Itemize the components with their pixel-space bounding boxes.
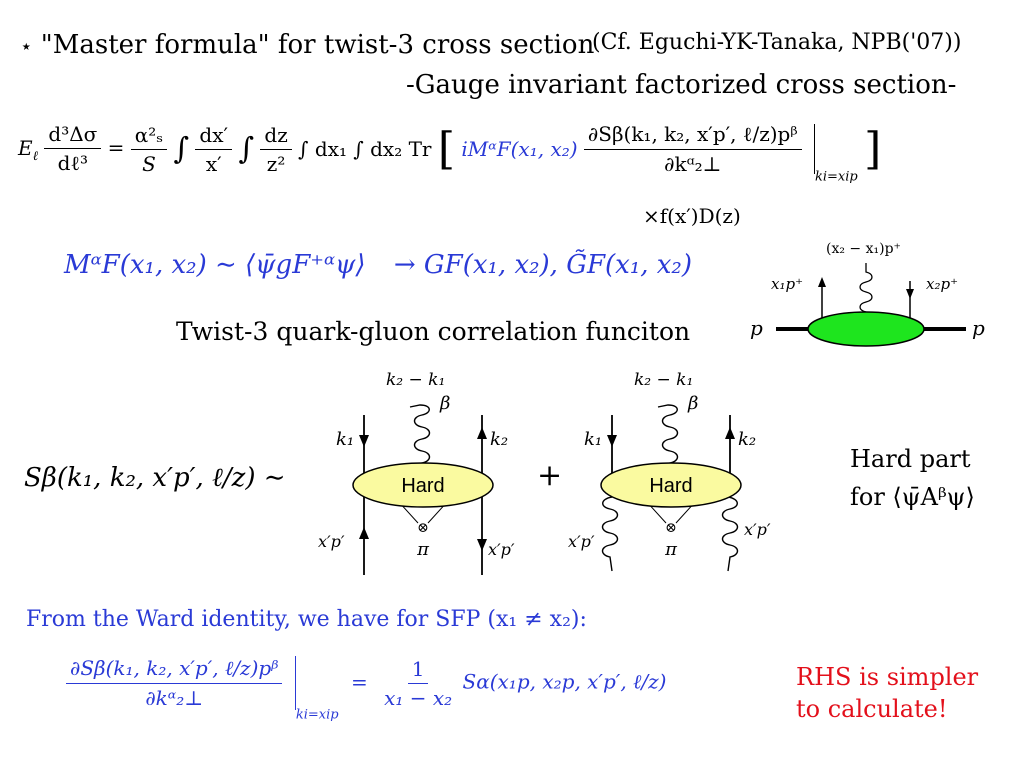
header-title-line: ⋆ "Master formula" for twist-3 cross sec…: [20, 30, 594, 60]
ward-equals: =: [350, 669, 368, 694]
hard-label: Hard: [401, 475, 444, 497]
hard-blob: [600, 462, 742, 508]
ward-evaluation-condition: ki=xip: [295, 707, 339, 723]
integral-sign: ∫: [173, 131, 190, 167]
arrow-up-icon: [818, 277, 826, 287]
arrow-down-icon: [906, 289, 914, 299]
bracket-open: [: [437, 123, 456, 175]
fragmentation-otimes-icon: ⊗: [417, 520, 429, 536]
blob-p-right: p: [972, 316, 985, 340]
blob-x2p-label: x₂p⁺: [926, 275, 958, 293]
blob-p-left: p: [750, 316, 763, 340]
arrow-up-icon: [359, 527, 369, 539]
hard2-left-gluon-coil: [601, 496, 619, 572]
correlation-blob: [807, 311, 925, 347]
hard2-gluon-coil: [657, 404, 679, 477]
arrow-up-icon: [725, 427, 735, 439]
citation: (Cf. Eguchi-YK-Tanaka, NPB('07)): [592, 30, 962, 55]
arrow-down-icon: [477, 539, 487, 551]
lhs-energy: Eℓ: [18, 135, 39, 164]
hard2-k1-label: k₁: [584, 429, 602, 450]
mf-correlator: MᵅF(x₁, x₂) ∼ ⟨ψ̄gF⁺ᵅψ⟩: [64, 250, 366, 280]
ward-evaluation-bar: [294, 656, 296, 710]
hard2-pi-label: π: [664, 539, 678, 560]
arrow-down-icon: [607, 435, 617, 447]
evaluation-condition: ki=xip: [815, 169, 858, 185]
dxprime-fraction: dx′x′: [195, 123, 233, 176]
equals-sign: =: [107, 135, 125, 160]
hard1-xpl-label: x′p′: [318, 532, 345, 551]
hard2-beta-label: β: [687, 393, 698, 414]
ward-identity-equation: ∂Sβ(k₁, k₂, x′p′, ℓ/z)pᵝ∂kᵅ₂⊥ ki=xip = 1…: [66, 656, 666, 723]
slide-subtitle: -Gauge invariant factorized cross sectio…: [406, 70, 957, 100]
hard1-xpr-label: x′p′: [488, 540, 515, 559]
hard2-xpr-label: x′p′: [744, 520, 771, 539]
integrals-trace: ∫ dx₁ ∫ dx₂ Tr: [298, 137, 432, 161]
arrow-down-icon: [359, 435, 369, 447]
hard2-xpl-label: x′p′: [568, 532, 595, 551]
mf-decomposition: → GF(x₁, x₂), G̃F(x₁, x₂): [393, 250, 693, 280]
hard1-beta-label: β: [439, 393, 450, 414]
hard2-k2-label: k₂: [738, 429, 756, 450]
master-formula-second-line: ×f(x′)D(z): [643, 204, 741, 228]
slide-title: "Master formula" for twist-3 cross secti…: [40, 30, 595, 60]
plus-sign: +: [537, 458, 563, 493]
ward-identity-text: From the Ward identity, we have for SFP …: [26, 607, 587, 632]
hard1-gluon-coil: [409, 404, 431, 477]
hard1-k2k1-label: k₂ − k₁: [386, 370, 445, 390]
hard-diagram-gluon: k₂ − k₁ β k₁ k₂ Hard ⊗ π x′p′ x′p′: [568, 370, 771, 572]
star-icon: ⋆: [20, 34, 33, 58]
hard-label: Hard: [649, 475, 692, 497]
hard1-k1-label: k₁: [336, 429, 354, 450]
s-beta-expression: Sβ(k₁, k₂, x′p′, ℓ/z) ∼: [24, 463, 286, 493]
hard-part-line2: for ⟨ψ̄Aᵝψ⟩: [850, 483, 975, 511]
hard-diagram-quark: k₂ − k₁ β k₁ k₂ Hard ⊗ π x′p′ x′p′: [318, 370, 515, 575]
arrow-up-icon: [477, 427, 487, 439]
rhs-note-line1: RHS is simpler: [796, 663, 979, 691]
hard-part-line1: Hard part: [850, 445, 971, 473]
hard2-k2k1-label: k₂ − k₁: [634, 370, 693, 390]
ward-lhs-fraction: ∂Sβ(k₁, k₂, x′p′, ℓ/z)pᵝ∂kᵅ₂⊥: [66, 656, 283, 710]
bracket-close: ]: [864, 123, 882, 175]
correlation-caption: Twist-3 quark-gluon correlation funciton: [176, 317, 691, 346]
hard-blob: [352, 462, 494, 508]
rhs-note: RHS is simpler to calculate!: [796, 661, 978, 725]
fragmentation-otimes-icon: ⊗: [665, 520, 677, 536]
mf-matrix-term: iMᵅF(x₁, x₂): [461, 137, 578, 161]
correlation-blob-diagram: (x₂ − x₁)p⁺ x₁p⁺ x₂p⁺ p p: [750, 241, 985, 347]
hard1-k2-label: k₂: [490, 429, 508, 450]
evaluation-bar: [814, 124, 815, 174]
hard2-right-gluon-coil: [721, 496, 739, 572]
rhs-note-line2: to calculate!: [796, 695, 948, 723]
derivative-fraction: ∂Sβ(k₁, k₂, x′p′, ℓ/z)pᵝ∂kᵅ₂⊥: [583, 122, 802, 176]
ward-rhs-expression: Sα(x₁p, x₂p, x′p′, ℓ/z): [462, 669, 667, 694]
blob-x1p-label: x₁p⁺: [771, 275, 803, 293]
hard1-pi-label: π: [416, 539, 430, 560]
integral-sign: ∫: [238, 131, 255, 167]
correlation-expression: MᵅF(x₁, x₂) ∼ ⟨ψ̄gF⁺ᵅψ⟩ → GF(x₁, x₂), G̃…: [64, 250, 692, 280]
hard-part-caption: Hard part for ⟨ψ̄Aᵝψ⟩: [850, 440, 975, 516]
blob-gluon-momentum: (x₂ − x₁)p⁺: [826, 241, 901, 257]
